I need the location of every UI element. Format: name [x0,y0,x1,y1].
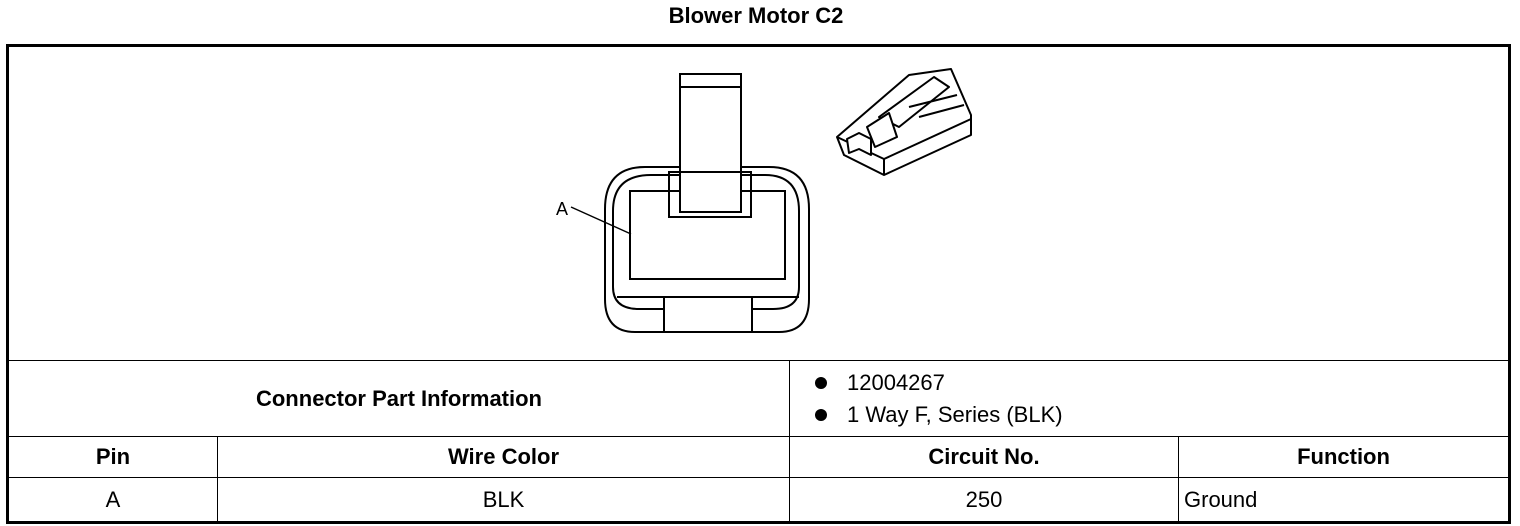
connector-part-info-label: Connector Part Information [255,385,542,411]
page-title: Blower Motor C2 [668,3,844,28]
header-wire-color: Wire Color [447,444,560,469]
table-row-circuit-no: 250 [965,486,1003,512]
bullet-icon [815,377,827,389]
header-function: Function [1297,444,1390,469]
table-row-function: Ground [1184,486,1258,512]
list-item: 1 Way F, Series (BLK) [809,399,1063,431]
pin-a-callout-label: A [556,199,568,219]
header-circuit-no: Circuit No. [928,444,1040,469]
table-row-wire-color: BLK [482,486,525,512]
table-row-pin: A [105,486,121,512]
header-pin: Pin [95,444,131,469]
connector-part-info-list: 12004267 1 Way F, Series (BLK) [809,367,1063,431]
bullet-icon [815,409,827,421]
connector-3d-icon [836,68,972,176]
connector-table: A Connector Part Information 12004267 1 … [6,44,1511,524]
connector-diagram: A [556,68,972,333]
list-item: 12004267 [809,367,1063,399]
